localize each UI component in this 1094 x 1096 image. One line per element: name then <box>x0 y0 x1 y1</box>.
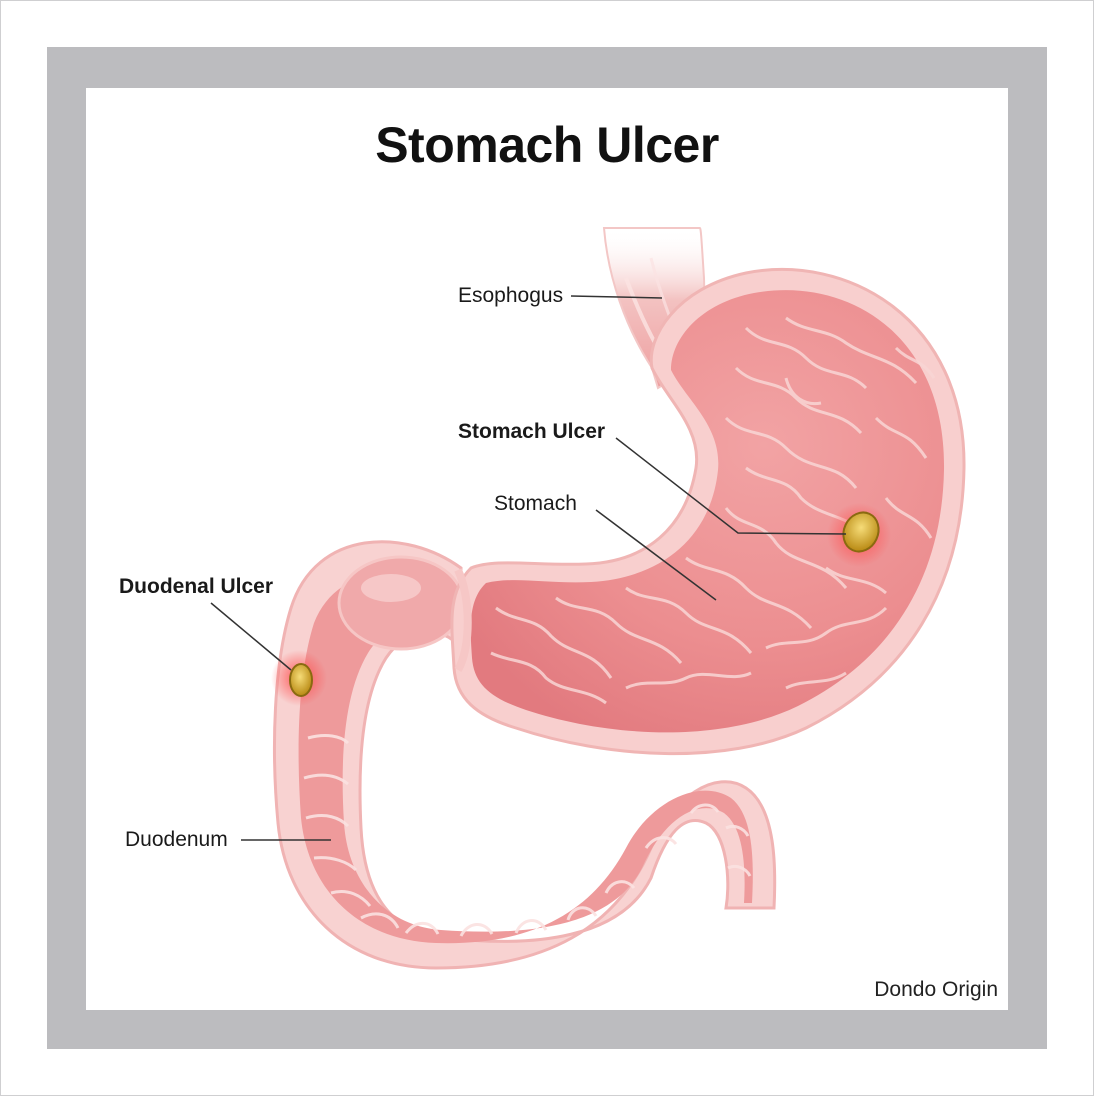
page-title: Stomach Ulcer <box>375 117 719 173</box>
stomach-inner <box>470 290 945 733</box>
stomach-illustration <box>210 227 966 970</box>
stomach-rugae <box>490 316 936 705</box>
stomach-ulcer-leader <box>615 437 847 535</box>
leader-lines <box>210 295 847 841</box>
label-esophogus: Esophogus <box>458 284 564 307</box>
label-stomach: Stomach <box>494 492 577 515</box>
stomach-ulcer-lesion <box>842 511 880 553</box>
duodenum-folds <box>303 734 752 937</box>
label-stomach-ulcer: Stomach Ulcer <box>458 420 606 443</box>
label-duodenum: Duodenum <box>125 828 228 851</box>
duodenal-ulcer-lesion <box>289 663 313 697</box>
diagram-canvas: Stomach Ulcer Esophogus Stomach Ulcer St… <box>86 88 1008 1010</box>
esophogus-leader <box>570 295 663 299</box>
duodenal-bulb <box>337 555 465 651</box>
duodenal-ulcer-leader <box>210 602 292 671</box>
credit-text: Dondo Origin <box>874 978 998 1001</box>
duodenum-inner <box>298 573 753 944</box>
stomach-leader <box>595 509 717 601</box>
duodenum-outer <box>272 540 777 970</box>
label-duodenal-ulcer: Duodenal Ulcer <box>119 575 274 598</box>
